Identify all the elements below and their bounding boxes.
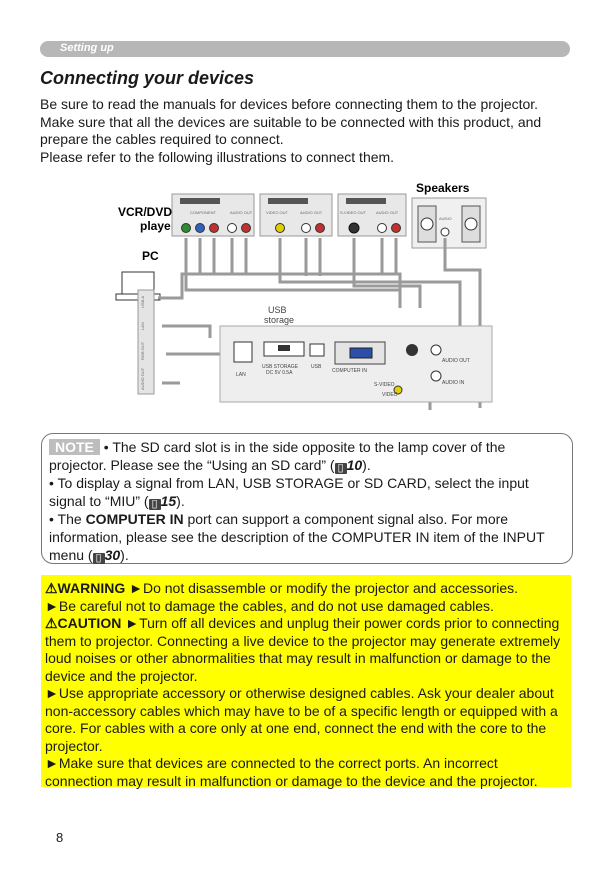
note-tag: NOTE	[49, 439, 100, 455]
section-label: Setting up	[60, 42, 114, 54]
caution-line-3: ►Make sure that devices are connected to…	[45, 755, 538, 789]
svg-text:AUDIO OUT: AUDIO OUT	[376, 210, 399, 215]
warning-tag: ⚠WARNING	[45, 580, 126, 596]
svg-text:storage: storage	[264, 315, 294, 325]
label-player: player	[140, 219, 176, 233]
page-title: Connecting your devices	[40, 68, 255, 88]
vcr-panel-video: VIDEO OUT AUDIO OUT	[259, 193, 333, 237]
label-pc: PC	[142, 249, 159, 263]
svg-text:COMPUTER IN: COMPUTER IN	[332, 368, 367, 374]
caution-line-2: ►Use appropriate accessory or otherwise …	[45, 685, 558, 754]
svg-text:AUDIO OUT: AUDIO OUT	[442, 358, 470, 364]
ref-link-30[interactable]: 30	[104, 547, 121, 563]
intro-refer: Please refer to the following illustrati…	[40, 149, 395, 165]
svg-text:S-VIDEO OUT: S-VIDEO OUT	[340, 210, 367, 215]
svg-text:AUDIO: AUDIO	[439, 216, 452, 221]
svg-text:COMPONENT: COMPONENT	[190, 210, 217, 215]
vcr-panel-svideo: S-VIDEO OUT AUDIO OUT	[337, 193, 407, 237]
svg-text:USB-A: USB-A	[140, 295, 145, 308]
svg-text:VIDEO OUT: VIDEO OUT	[266, 210, 289, 215]
pc-ports-panel: USB-A LAN RGB OUT AUDIO OUT	[137, 289, 155, 395]
svg-text:AUDIO OUT: AUDIO OUT	[140, 367, 145, 390]
book-icon: ▯	[148, 499, 161, 510]
caution-line: ⚠CAUTION ►Turn off all devices and unplu…	[45, 615, 561, 684]
svg-text:USB: USB	[311, 364, 322, 370]
svg-text:LAN: LAN	[236, 372, 246, 378]
svg-text:USB STORAGE: USB STORAGE	[262, 364, 299, 370]
vcr-panel-component: COMPONENT AUDIO OUT	[171, 193, 255, 237]
svg-text:AUDIO OUT: AUDIO OUT	[300, 210, 323, 215]
speakers-panel: AUDIO	[411, 197, 487, 249]
svg-text:VIDEO: VIDEO	[382, 392, 398, 398]
section-header-bar: Setting up	[40, 41, 570, 57]
ref-link-10[interactable]: 10	[346, 457, 363, 473]
svg-text:AUDIO OUT: AUDIO OUT	[230, 210, 253, 215]
book-icon: ▯	[92, 553, 105, 564]
svg-text:DC 5V 0.5A: DC 5V 0.5A	[266, 370, 293, 376]
computer-in-bold: COMPUTER IN	[85, 511, 184, 527]
ref-link-15[interactable]: 15	[160, 493, 177, 509]
svg-text:RGB OUT: RGB OUT	[140, 341, 145, 360]
label-speakers: Speakers	[416, 181, 470, 195]
svg-text:AUDIO IN: AUDIO IN	[442, 380, 465, 386]
warning-line: ⚠WARNING ►Do not disassemble or modify t…	[45, 580, 519, 596]
page-number: 8	[56, 830, 64, 845]
label-vcr: VCR/DVD	[118, 205, 172, 219]
svg-text:LAN: LAN	[140, 322, 145, 330]
intro-paragraph: Be sure to read the manuals for devices …	[40, 96, 542, 147]
note-text: NOTE • The SD card slot is in the side o…	[49, 439, 545, 564]
note-box: NOTE • The SD card slot is in the side o…	[41, 433, 573, 564]
warning-box: ⚠WARNING ►Do not disassemble or modify t…	[41, 575, 571, 789]
svg-text:USB: USB	[268, 305, 287, 315]
projector-panel: USB storage LAN USB STORAGE DC 5V 0.5A U…	[219, 305, 493, 403]
book-icon: ▯	[334, 463, 347, 474]
svg-text:S-VIDEO: S-VIDEO	[374, 382, 395, 388]
connection-diagram: VCR/DVD player PC Speakers COMPONENT AUD…	[115, 181, 493, 410]
caution-tag: ⚠CAUTION	[45, 615, 122, 631]
warning-line-2: ►Be careful not to damage the cables, an…	[45, 597, 494, 614]
